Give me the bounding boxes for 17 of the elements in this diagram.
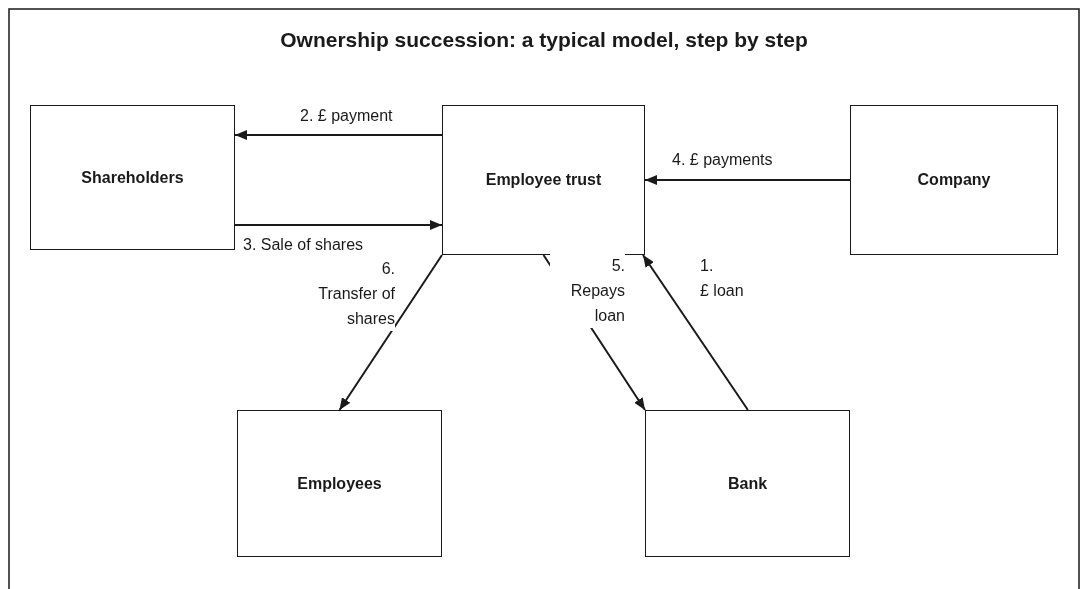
entity-box bbox=[30, 105, 235, 250]
entity-box bbox=[442, 105, 645, 255]
box-label: Employee trust bbox=[485, 171, 602, 189]
arrow bbox=[234, 220, 443, 230]
edge-label: 5. Repays loan bbox=[550, 253, 625, 328]
arrow bbox=[338, 254, 443, 411]
entity-box bbox=[237, 410, 442, 557]
arrow bbox=[641, 254, 749, 411]
box-label: Employees bbox=[297, 474, 382, 493]
box-label: Bank bbox=[727, 474, 768, 493]
entity-box bbox=[645, 410, 850, 557]
entity-box bbox=[850, 105, 1058, 255]
arrow bbox=[234, 130, 443, 140]
box-label: Shareholders bbox=[81, 168, 184, 187]
box-label: Company bbox=[917, 171, 991, 189]
arrow bbox=[644, 175, 851, 185]
diagram-title: Ownership succession: a typical model, step by step bbox=[279, 28, 809, 52]
